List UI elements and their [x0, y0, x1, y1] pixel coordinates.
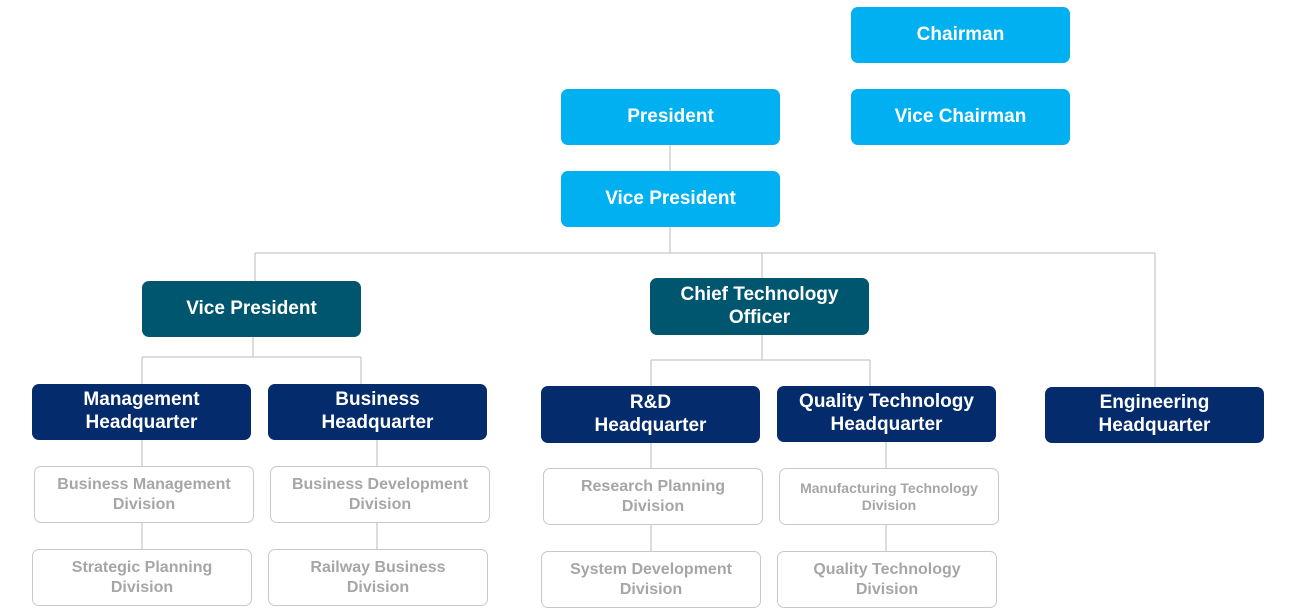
quality-technology-division-box: Quality Technology Division: [777, 551, 997, 608]
business-management-division-box: Business Management Division: [34, 466, 254, 523]
president-box: President: [561, 89, 780, 145]
system-development-division-box: System Development Division: [541, 551, 761, 608]
cto-box: Chief Technology Officer: [650, 278, 869, 335]
railway-business-division-box: Railway Business Division: [268, 549, 488, 606]
manufacturing-technology-division-box: Manufacturing Technology Division: [779, 468, 999, 525]
vice-president-mid-box: Vice President: [142, 281, 361, 337]
vice-chairman-box: Vice Chairman: [851, 89, 1070, 145]
research-planning-division-box: Research Planning Division: [543, 468, 763, 525]
quality-technology-hq-box: Quality Technology Headquarter: [777, 386, 996, 442]
management-hq-box: Management Headquarter: [32, 384, 251, 440]
business-development-division-box: Business Development Division: [270, 466, 490, 523]
rnd-hq-box: R&D Headquarter: [541, 386, 760, 443]
vice-president-top-box: Vice President: [561, 171, 780, 227]
strategic-planning-division-box: Strategic Planning Division: [32, 549, 252, 606]
chairman-box: Chairman: [851, 7, 1070, 63]
engineering-hq-box: Engineering Headquarter: [1045, 387, 1264, 443]
business-hq-box: Business Headquarter: [268, 384, 487, 440]
